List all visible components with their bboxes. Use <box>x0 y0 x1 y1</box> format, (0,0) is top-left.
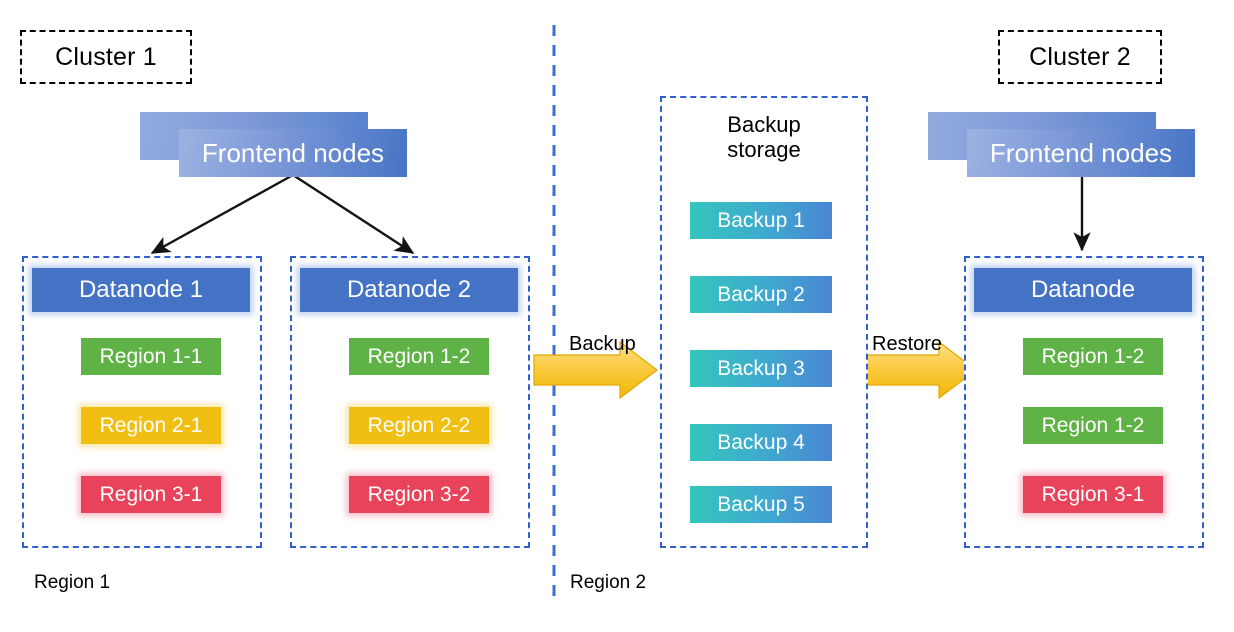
backup-storage-title-line2: storage <box>727 136 801 162</box>
datanode2-region-2: Region 2-2 <box>349 407 489 444</box>
backup-item-2-label: Backup 2 <box>717 282 805 306</box>
cluster2-region-1: Region 1-2 <box>1023 338 1163 375</box>
datanode2-region-3-label: Region 3-2 <box>367 482 471 506</box>
backup-item-1-label: Backup 1 <box>717 208 805 232</box>
datanode1-region-2-label: Region 2-1 <box>99 413 203 437</box>
cluster1-frontend-nodes: Frontend nodes <box>140 112 410 178</box>
cluster2-frontend-nodes: Frontend nodes <box>928 112 1198 178</box>
cluster2-region-2-label: Region 1-2 <box>1041 413 1145 437</box>
datanode1-region-1-label: Region 1-1 <box>99 344 203 368</box>
backup-item-1: Backup 1 <box>690 202 832 239</box>
cluster2-region-3-label: Region 3-1 <box>1041 482 1145 506</box>
datanode2-container: Datanode 2 Region 1-2 Region 2-2 Region … <box>290 256 530 548</box>
backup-arrow-label-text: Backup <box>569 333 636 355</box>
datanode1-region-3: Region 3-1 <box>81 476 221 513</box>
region2-footer-label: Region 2 <box>570 572 646 594</box>
backup-arrow-label: Backup <box>569 333 636 356</box>
cluster1-frontend-label: Frontend nodes <box>201 137 385 168</box>
restore-arrow-label-text: Restore <box>872 333 943 355</box>
datanode1-container: Datanode 1 Region 1-1 Region 2-1 Region … <box>22 256 262 548</box>
backup-item-5: Backup 5 <box>690 486 832 523</box>
arrow-frontend-to-datanode1 <box>150 173 294 255</box>
datanode2-region-1-label: Region 1-2 <box>367 344 471 368</box>
cluster1-label-chip: Cluster 1 <box>20 30 192 84</box>
backup-item-5-label: Backup 5 <box>717 492 805 516</box>
region1-footer-text: Region 1 <box>34 572 111 593</box>
cluster2-datanode-container: Datanode Region 1-2 Region 1-2 Region 3-… <box>964 256 1204 548</box>
backup-item-3: Backup 3 <box>690 350 832 387</box>
datanode1-header: Datanode 1 <box>32 268 250 312</box>
frontend-nodes-front-plate: Frontend nodes <box>179 129 407 177</box>
region2-footer-text: Region 2 <box>570 572 647 593</box>
datanode2-header: Datanode 2 <box>300 268 518 312</box>
cluster2-region-1-label: Region 1-2 <box>1041 344 1145 368</box>
datanode1-header-label: Datanode 1 <box>78 276 204 303</box>
backup-storage-container: Backup storage Backup 1 Backup 2 Backup … <box>660 96 868 548</box>
backup-item-2: Backup 2 <box>690 276 832 313</box>
datanode1-region-3-label: Region 3-1 <box>99 482 203 506</box>
cluster2-region-2: Region 1-2 <box>1023 407 1163 444</box>
cluster2-label-chip: Cluster 2 <box>998 30 1162 84</box>
cluster2-datanode-header: Datanode <box>974 268 1192 312</box>
datanode1-region-1: Region 1-1 <box>81 338 221 375</box>
backup-item-3-label: Backup 3 <box>717 356 805 380</box>
datanode2-region-1: Region 1-2 <box>349 338 489 375</box>
cluster2-frontend-label: Frontend nodes <box>989 137 1173 168</box>
datanode2-region-3: Region 3-2 <box>349 476 489 513</box>
frontend-nodes2-front-plate: Frontend nodes <box>967 129 1195 177</box>
backup-storage-title-line1: Backup <box>727 112 801 137</box>
cluster1-label: Cluster 1 <box>55 42 157 71</box>
backup-item-4: Backup 4 <box>690 424 832 461</box>
datanode2-region-2-label: Region 2-2 <box>367 413 471 437</box>
datanode2-header-label: Datanode 2 <box>346 276 472 303</box>
cluster2-label: Cluster 2 <box>1029 42 1131 71</box>
arrow-frontend-to-datanode2 <box>292 173 415 255</box>
cluster2-region-3: Region 3-1 <box>1023 476 1163 513</box>
backup-storage-title: Backup storage <box>662 112 866 162</box>
datanode1-region-2: Region 2-1 <box>81 407 221 444</box>
restore-arrow-label: Restore <box>872 333 942 356</box>
cluster2-datanode-header-label: Datanode <box>1030 276 1136 303</box>
backup-item-4-label: Backup 4 <box>717 430 805 454</box>
region1-footer-label: Region 1 <box>34 572 110 594</box>
